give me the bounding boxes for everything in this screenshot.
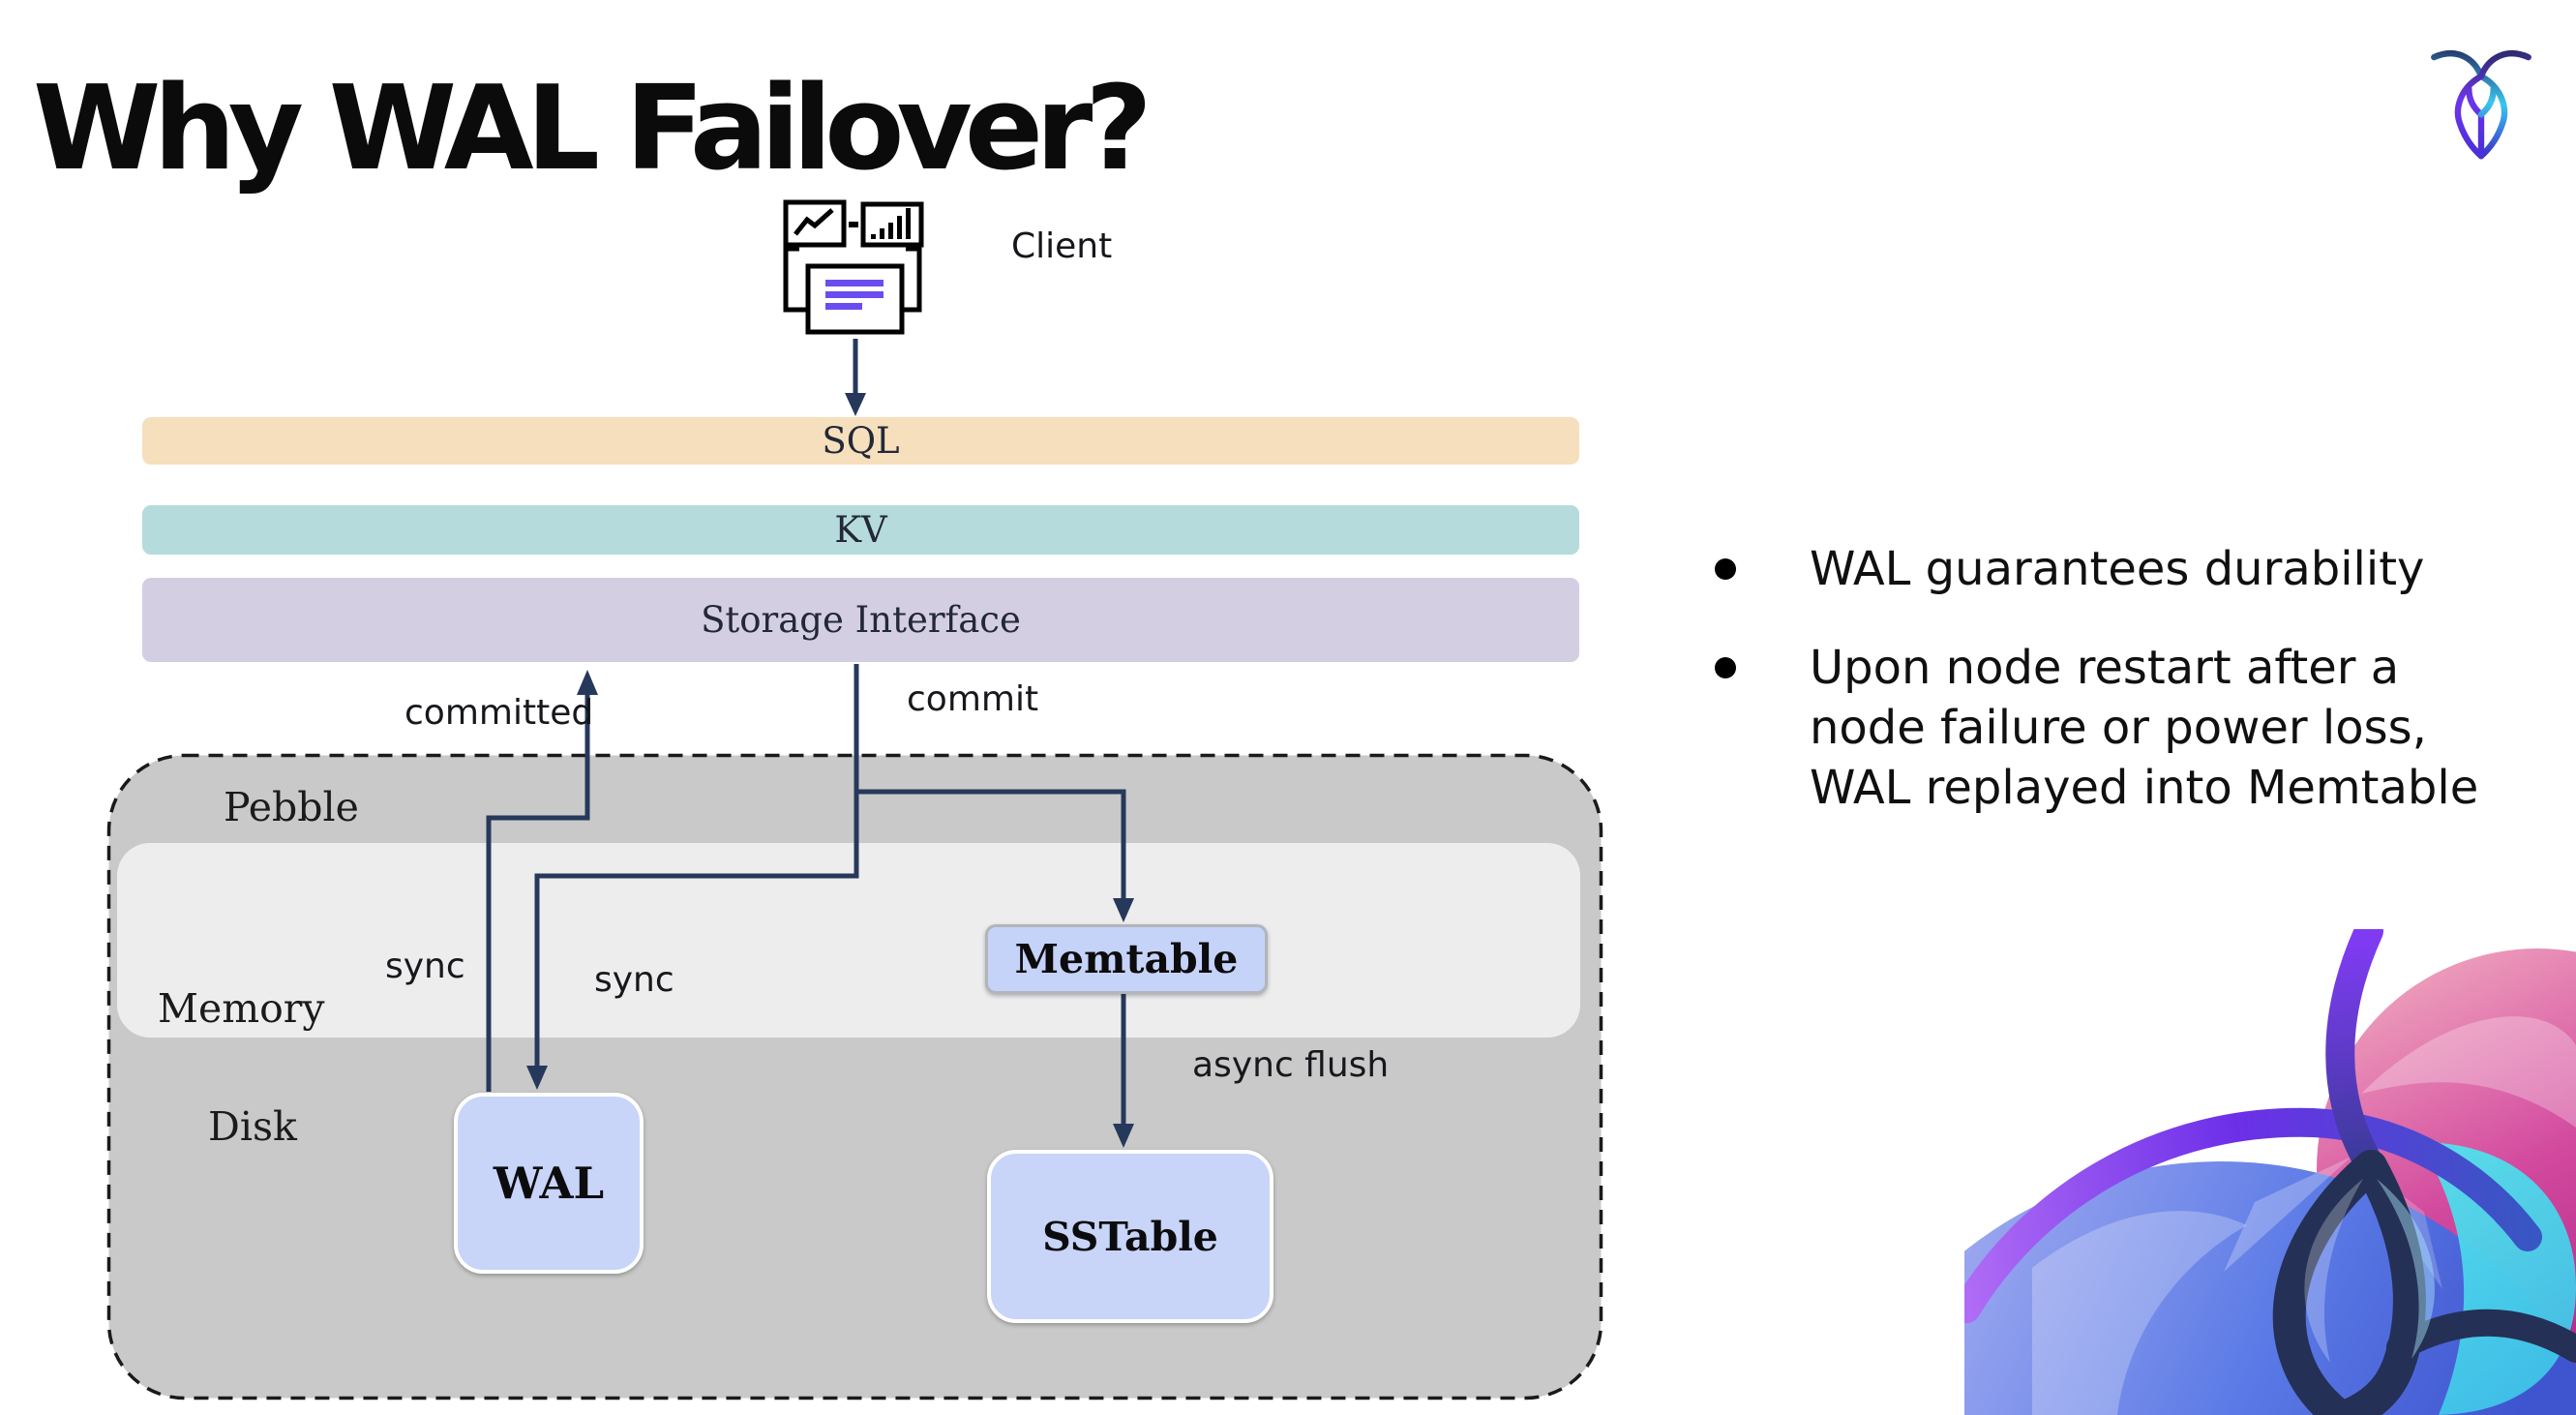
arrowhead-memtable <box>1113 898 1134 922</box>
arrow-commit-to-memtable <box>856 789 1126 909</box>
arrow-commit-sync <box>534 664 859 1076</box>
bullet-item-2: Upon node restart after a node failure o… <box>1810 641 2479 815</box>
memory-label: Memory <box>158 985 325 1032</box>
antenna-arc <box>2325 929 2385 1181</box>
layer-sql: SQL <box>142 417 1579 465</box>
client-label: Client <box>1011 226 1113 266</box>
edge-label-async-flush: async flush <box>1192 1045 1390 1085</box>
layer-storage-interface: Storage Interface <box>142 578 1579 662</box>
sstable-node: SSTable <box>987 1150 1273 1323</box>
bullet-dot <box>1715 558 1736 580</box>
arrowhead-client <box>845 393 866 416</box>
edge-label-commit: commit <box>907 679 1039 719</box>
right-bracket-glyph <box>890 246 922 313</box>
wal-node: WAL <box>454 1093 644 1274</box>
purple-rim-arc <box>1964 1107 2542 1323</box>
client-icon <box>783 199 924 335</box>
blue-sphere <box>1964 1161 2576 1415</box>
arrowhead-sstable <box>1113 1124 1134 1148</box>
memtable-node: Memtable <box>985 924 1268 994</box>
arrow-committed <box>486 685 590 1092</box>
bullet-item-1: WAL guarantees durability <box>1810 542 2425 596</box>
layer-kv: KV <box>142 505 1579 555</box>
edge-label-committed: committed <box>404 693 594 733</box>
disk-label: Disk <box>208 1103 297 1150</box>
arrowhead-committed <box>577 670 598 695</box>
edge-label-sync-left: sync <box>385 947 465 986</box>
edge-label-sync-right: sync <box>594 960 674 1000</box>
cockroachdb-logo-icon <box>2431 50 2531 160</box>
page-title: Why WAL Failover? <box>33 62 1153 196</box>
bullet-dot <box>1715 657 1736 678</box>
dash-glyph <box>849 222 858 227</box>
cockroach-brand-artwork <box>1964 929 2576 1415</box>
pebble-label: Pebble <box>224 784 359 830</box>
arrowhead-sync-wal <box>526 1066 548 1090</box>
left-bracket-glyph <box>783 246 815 313</box>
document-icon <box>805 263 905 335</box>
